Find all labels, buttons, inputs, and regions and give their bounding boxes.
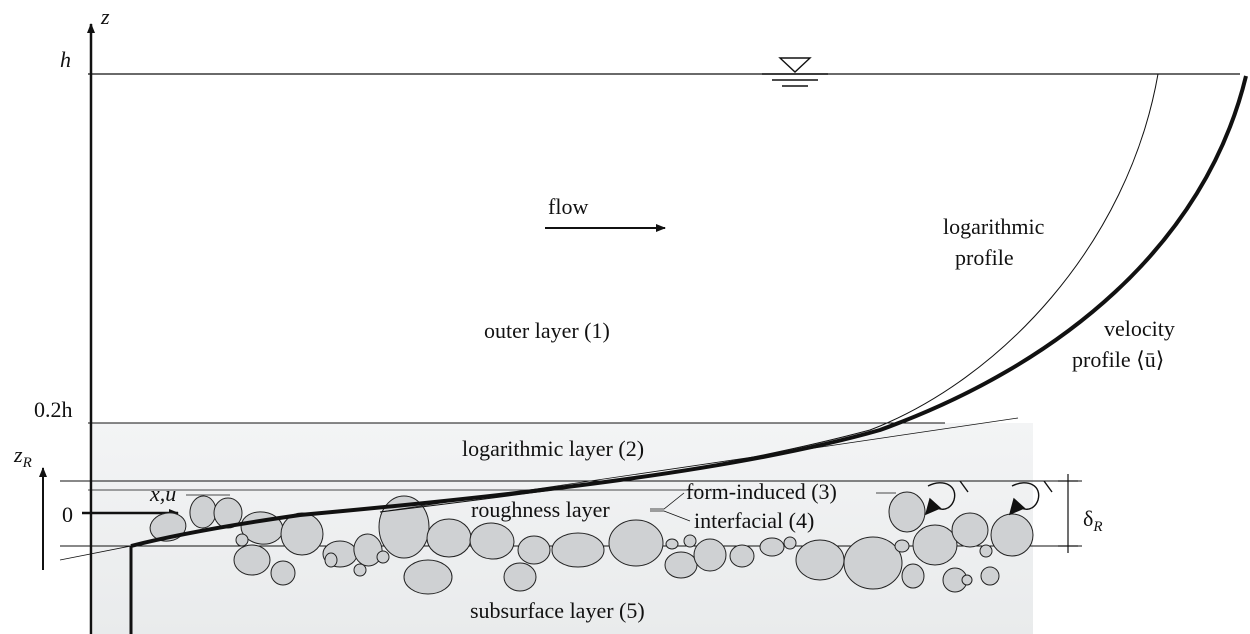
pebble: [665, 538, 679, 550]
velocity-profile-label-line2: profile ⟨ū⟩: [1072, 347, 1164, 372]
pebble: [426, 518, 472, 558]
z-axis-label: z: [100, 4, 110, 29]
zero-label: 0: [62, 502, 73, 527]
logarithmic-profile-label-line2: profile: [955, 245, 1014, 270]
pebble: [235, 533, 249, 547]
pebble: [503, 562, 537, 592]
eddy-icon-right: [1008, 480, 1053, 516]
delta-r-label: δR: [1083, 506, 1103, 535]
pebble: [980, 566, 1000, 586]
pebble: [664, 551, 698, 579]
x-u-axis-label: x,u: [149, 481, 176, 506]
pebble: [894, 539, 910, 553]
pebble: [270, 560, 296, 586]
water-surface-symbol-icon: [762, 57, 828, 87]
pebble: [608, 519, 664, 567]
pebble: [693, 538, 727, 572]
eddy-icon-left: [924, 480, 969, 516]
sublayer-leader-lines: [650, 492, 896, 522]
pebble: [795, 539, 845, 581]
roughness-layer-label: roughness layer: [471, 497, 610, 522]
pebble: [912, 524, 958, 566]
interfacial-label: interfacial (4): [694, 508, 814, 533]
pebble: [979, 544, 993, 558]
z-r-axis-label: zR: [13, 442, 32, 471]
pebble: [517, 535, 551, 565]
pebble: [403, 559, 453, 595]
pebble: [378, 495, 430, 559]
pebble: [783, 536, 797, 550]
logarithmic-profile-label-line1: logarithmic: [943, 214, 1045, 239]
subsurface-layer-label: subsurface layer (5): [470, 598, 645, 623]
pebble: [353, 533, 383, 567]
flow-label: flow: [548, 194, 588, 219]
pebble: [729, 544, 755, 568]
pebble: [759, 537, 785, 557]
pebble: [683, 534, 697, 548]
logarithmic-layer-label: logarithmic layer (2): [462, 436, 644, 461]
pebble: [376, 550, 390, 564]
pebble: [888, 491, 926, 533]
pebble: [280, 512, 324, 556]
pebble: [233, 544, 271, 576]
pebble: [951, 512, 989, 548]
point-two-h-label: 0.2h: [34, 397, 73, 422]
pebble: [990, 513, 1034, 557]
form-induced-label: form-induced (3): [686, 479, 837, 504]
pebble: [469, 522, 515, 560]
pebble: [551, 532, 605, 568]
velocity-profile-label-line1: velocity: [1104, 316, 1175, 341]
bed-pebbles: [149, 491, 1034, 595]
pebble: [843, 536, 903, 590]
profile-extension-line: [59, 545, 132, 561]
pebble: [961, 574, 973, 586]
h-tick-label: h: [60, 47, 71, 72]
pebble: [901, 563, 925, 589]
delta-r-bracket: [1058, 474, 1078, 553]
velocity-profile-curve: [130, 75, 1248, 548]
pebble: [353, 563, 367, 577]
pebble: [324, 552, 338, 568]
outer-layer-label: outer layer (1): [484, 318, 610, 343]
